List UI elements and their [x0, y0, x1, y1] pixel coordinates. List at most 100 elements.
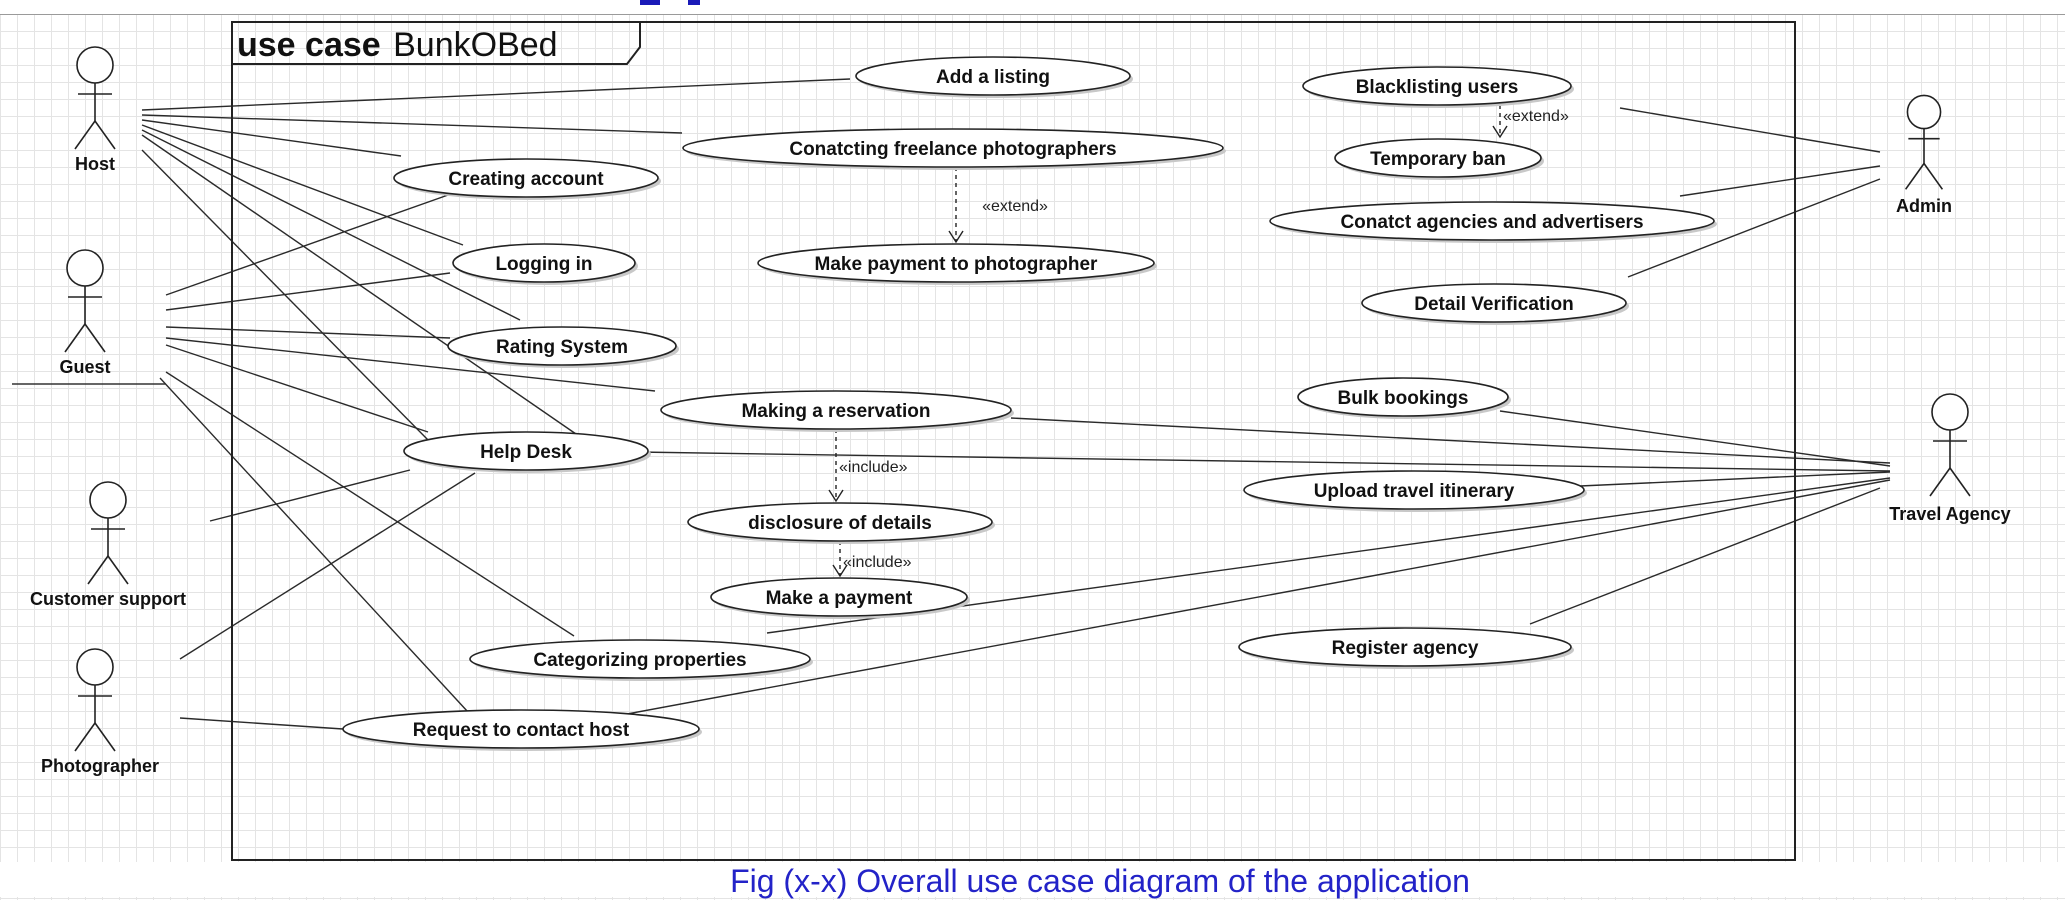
use-case-ellipse [452, 243, 636, 283]
use-case-add-listing: Add a listing [855, 56, 1133, 98]
actor-head [1931, 393, 1969, 431]
association-line [141, 129, 521, 321]
association-line [165, 272, 451, 311]
use-case-rating-system: Rating System [447, 326, 679, 368]
association-line [179, 717, 344, 730]
use-case-label: Making a reservation [741, 401, 930, 422]
actor-left-leg [1929, 467, 1951, 497]
use-case-ellipse [1243, 470, 1585, 510]
actor-admin: Admin [1896, 94, 1952, 216]
use-case-request-contact-host: Request to contact host [342, 709, 702, 751]
frame-title: use case BunkOBed [237, 26, 558, 64]
use-case-register-agency: Register agency [1238, 627, 1574, 669]
actor-label: Travel Agency [1889, 504, 2010, 524]
actor-left-leg [74, 722, 96, 752]
use-case-ellipse [855, 56, 1131, 96]
use-case-label: Detail Verification [1414, 294, 1573, 315]
use-case-ellipse [447, 326, 677, 366]
actor-right-leg [1949, 467, 1971, 497]
use-case-label: Conatcting freelance photographers [789, 139, 1116, 160]
use-case-label: Categorizing properties [533, 650, 746, 671]
actor-customer-support: Customer support [30, 481, 186, 609]
use-case-label: Rating System [496, 337, 628, 358]
actor-label: Host [75, 154, 115, 174]
stereotype-label: «extend» [982, 198, 1048, 215]
actor-left-leg [64, 323, 86, 353]
actor-head [89, 481, 127, 519]
association-line [141, 119, 402, 157]
use-case-ellipse [342, 709, 700, 749]
use-case-make-payment-photographer: Make payment to photographer [757, 243, 1157, 285]
stereotype-label: «include» [839, 459, 908, 476]
association-line [165, 337, 656, 392]
use-case-ellipse [469, 639, 811, 679]
top-band-mark [640, 0, 660, 5]
association-line [179, 472, 476, 660]
actor-label: Admin [1896, 196, 1952, 216]
actor-label: Photographer [41, 756, 159, 776]
association-line [165, 188, 466, 296]
use-case-categorizing-properties: Categorizing properties [469, 639, 813, 681]
use-case-make-payment: Make a payment [710, 577, 970, 619]
actor-photographer: Photographer [41, 648, 159, 776]
actor-head [1906, 94, 1942, 130]
actor-label: Guest [59, 357, 110, 377]
use-case-label: Request to contact host [413, 720, 630, 741]
dependency-arrows: «extend»«extend»«include»«include» [828, 105, 1569, 578]
association-line [165, 371, 575, 637]
use-case-temporary-ban: Temporary ban [1334, 138, 1544, 180]
use-case-label: Make a payment [766, 588, 913, 609]
use-case-disclosure-details: disclosure of details [687, 502, 995, 544]
association-line [141, 149, 431, 443]
association-lines [141, 78, 1891, 730]
dependency-arrowhead [832, 564, 848, 578]
system-boundary: use case BunkOBed [231, 21, 1796, 861]
association-line [1619, 107, 1881, 153]
use-case-label: Register agency [1332, 638, 1479, 659]
stereotype-label: «include» [843, 554, 912, 571]
use-case-ellipse [393, 158, 659, 198]
actor-travel-agency: Travel Agency [1889, 393, 2011, 524]
actor-right-leg [1923, 163, 1944, 190]
association-line [1679, 165, 1881, 197]
association-line [1627, 178, 1881, 278]
use-case-label: Temporary ban [1370, 149, 1506, 170]
association-line [1499, 410, 1891, 467]
use-case-ellipse [403, 431, 649, 471]
use-case-creating-account: Creating account [393, 158, 661, 200]
association-line [141, 114, 683, 134]
use-case-ellipse [757, 243, 1155, 283]
association-line [159, 377, 469, 713]
association-line [636, 451, 1891, 472]
actor-head [76, 46, 114, 84]
actor-right-leg [107, 555, 129, 585]
use-case-detail-verification: Detail Verification [1361, 283, 1629, 325]
use-case-label: disclosure of details [748, 513, 932, 534]
use-case-ellipse [687, 502, 993, 542]
association-line [1529, 487, 1881, 625]
use-case-label: Conatct agencies and advertisers [1340, 212, 1643, 233]
dependency-arrowhead [1492, 125, 1508, 139]
use-case-help-desk: Help Desk [403, 431, 651, 473]
frame-name: BunkOBed [393, 26, 557, 64]
use-case-ellipse [710, 577, 968, 617]
use-case-ellipse [1269, 201, 1715, 241]
actor-head [66, 249, 104, 287]
association-line [1579, 471, 1891, 487]
frame-keyword: use case [237, 26, 381, 64]
use-case-label: Blacklisting users [1356, 77, 1519, 98]
actor-right-leg [94, 120, 116, 150]
use-case-ellipse [1238, 627, 1572, 667]
use-case-ellipse [1297, 377, 1509, 417]
actor-left-leg [74, 120, 96, 150]
actor-host: Host [74, 46, 116, 174]
actor-left-leg [1904, 163, 1925, 190]
association-line [165, 326, 451, 339]
association-line [615, 479, 1891, 717]
top-band [0, 0, 2065, 15]
use-case-ellipse [660, 390, 1012, 430]
use-case-ellipse [1361, 283, 1627, 323]
use-case-ellipse [1334, 138, 1542, 178]
